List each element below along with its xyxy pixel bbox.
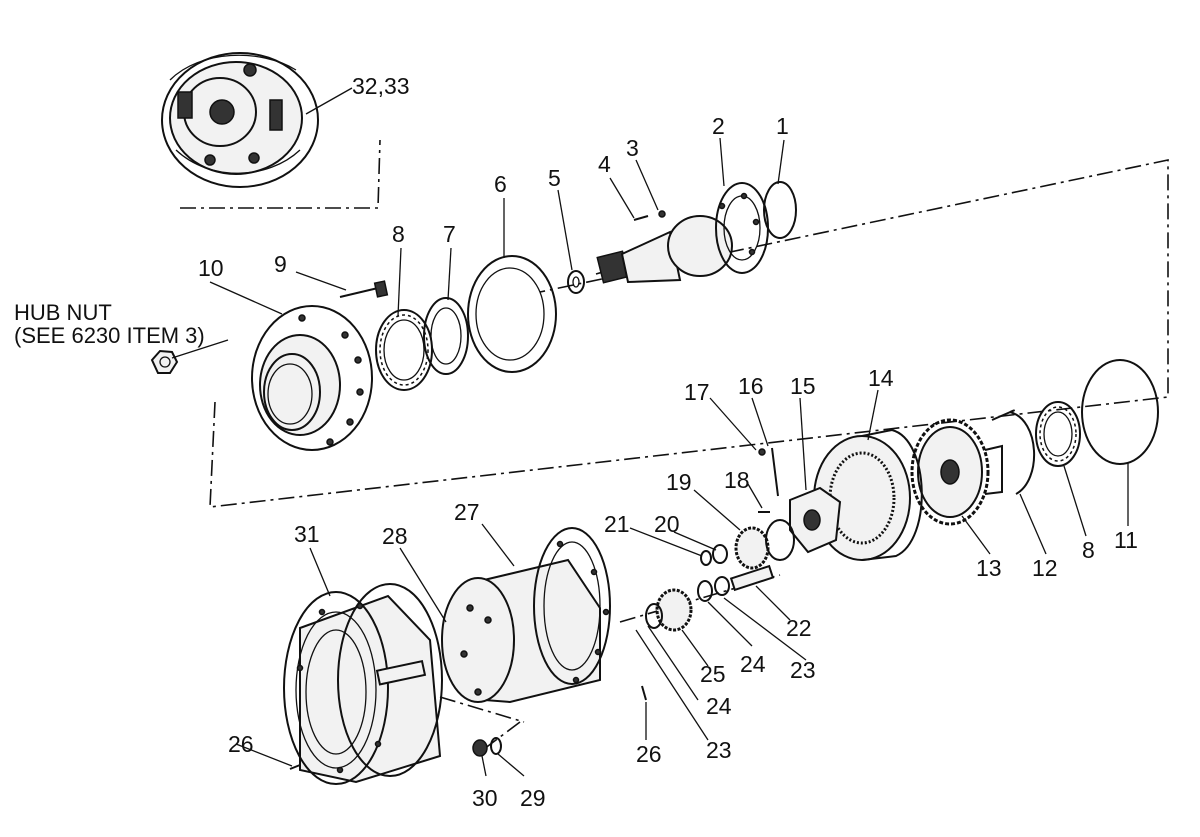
callout-24-left: 24 <box>706 693 732 719</box>
hub <box>251 305 373 451</box>
callout-31: 31 <box>294 521 320 547</box>
bearing-right <box>1035 401 1081 467</box>
callout-22: 22 <box>786 615 812 641</box>
callout-20: 20 <box>654 511 680 537</box>
callout-2: 2 <box>712 113 725 139</box>
callout-17: 17 <box>684 379 710 405</box>
callout-26-right: 26 <box>636 741 662 767</box>
hub-nut <box>150 349 179 374</box>
callout-1: 1 <box>776 113 789 139</box>
callout-12: 12 <box>1032 555 1058 581</box>
stud-and-nut <box>472 737 502 757</box>
note-line-1: HUB NUT <box>14 300 112 325</box>
callout-4: 4 <box>598 151 611 177</box>
callout-19: 19 <box>666 469 692 495</box>
callout-5: 5 <box>548 165 561 191</box>
planet-gear <box>734 519 795 570</box>
callout-14: 14 <box>868 365 894 391</box>
seal-cover <box>467 255 557 373</box>
callout-10: 10 <box>198 255 224 281</box>
callout-25: 25 <box>700 661 726 687</box>
callout-11: 11 <box>1114 527 1138 553</box>
bolt <box>339 280 389 298</box>
callout-8-right: 8 <box>1082 537 1095 563</box>
callout-labels: 32,33 1 2 3 4 5 6 7 8 8 9 10 11 12 13 14… <box>198 73 1138 811</box>
gear-carrier <box>910 418 1003 526</box>
drum-housing <box>441 527 611 704</box>
carrier-plate <box>789 486 842 554</box>
washers-lower <box>697 576 730 602</box>
spindle-bolt <box>633 210 666 221</box>
callout-30: 30 <box>472 785 498 811</box>
callout-21: 21 <box>604 511 630 537</box>
callout-28: 28 <box>382 523 408 549</box>
seal-ring <box>423 297 469 375</box>
brake-assembly <box>161 52 319 188</box>
callout-13: 13 <box>976 555 1002 581</box>
callout-23-left: 23 <box>706 737 732 763</box>
washer <box>567 270 585 294</box>
callout-15: 15 <box>790 373 816 399</box>
bearing-left <box>375 309 433 391</box>
hub-nut-note: HUB NUT (SEE 6230 ITEM 3) <box>14 300 205 348</box>
pins <box>758 447 779 513</box>
callout-6: 6 <box>494 171 507 197</box>
callout-23-right: 23 <box>790 657 816 683</box>
screws <box>289 685 647 770</box>
callout-27: 27 <box>454 499 480 525</box>
note-line-2: (SEE 6230 ITEM 3) <box>14 323 205 348</box>
callout-18: 18 <box>724 467 750 493</box>
callout-3: 3 <box>626 135 639 161</box>
callout-8-left: 8 <box>392 221 405 247</box>
planet-gear-lower <box>645 588 693 632</box>
callout-26-left: 26 <box>228 731 254 757</box>
o-ring-large <box>1081 359 1159 465</box>
o-ring-top <box>763 181 797 239</box>
callout-24-right: 24 <box>740 651 766 677</box>
callout-7: 7 <box>443 221 456 247</box>
snap-ring <box>991 409 1036 495</box>
spindle <box>596 182 769 284</box>
brake-drum <box>283 583 443 785</box>
callout-32-33: 32,33 <box>352 73 410 99</box>
leader-lines <box>171 87 1129 777</box>
washers-upper <box>700 544 728 566</box>
callout-16: 16 <box>738 373 764 399</box>
callout-29: 29 <box>520 785 546 811</box>
callout-9: 9 <box>274 251 287 277</box>
shaft <box>729 564 775 592</box>
